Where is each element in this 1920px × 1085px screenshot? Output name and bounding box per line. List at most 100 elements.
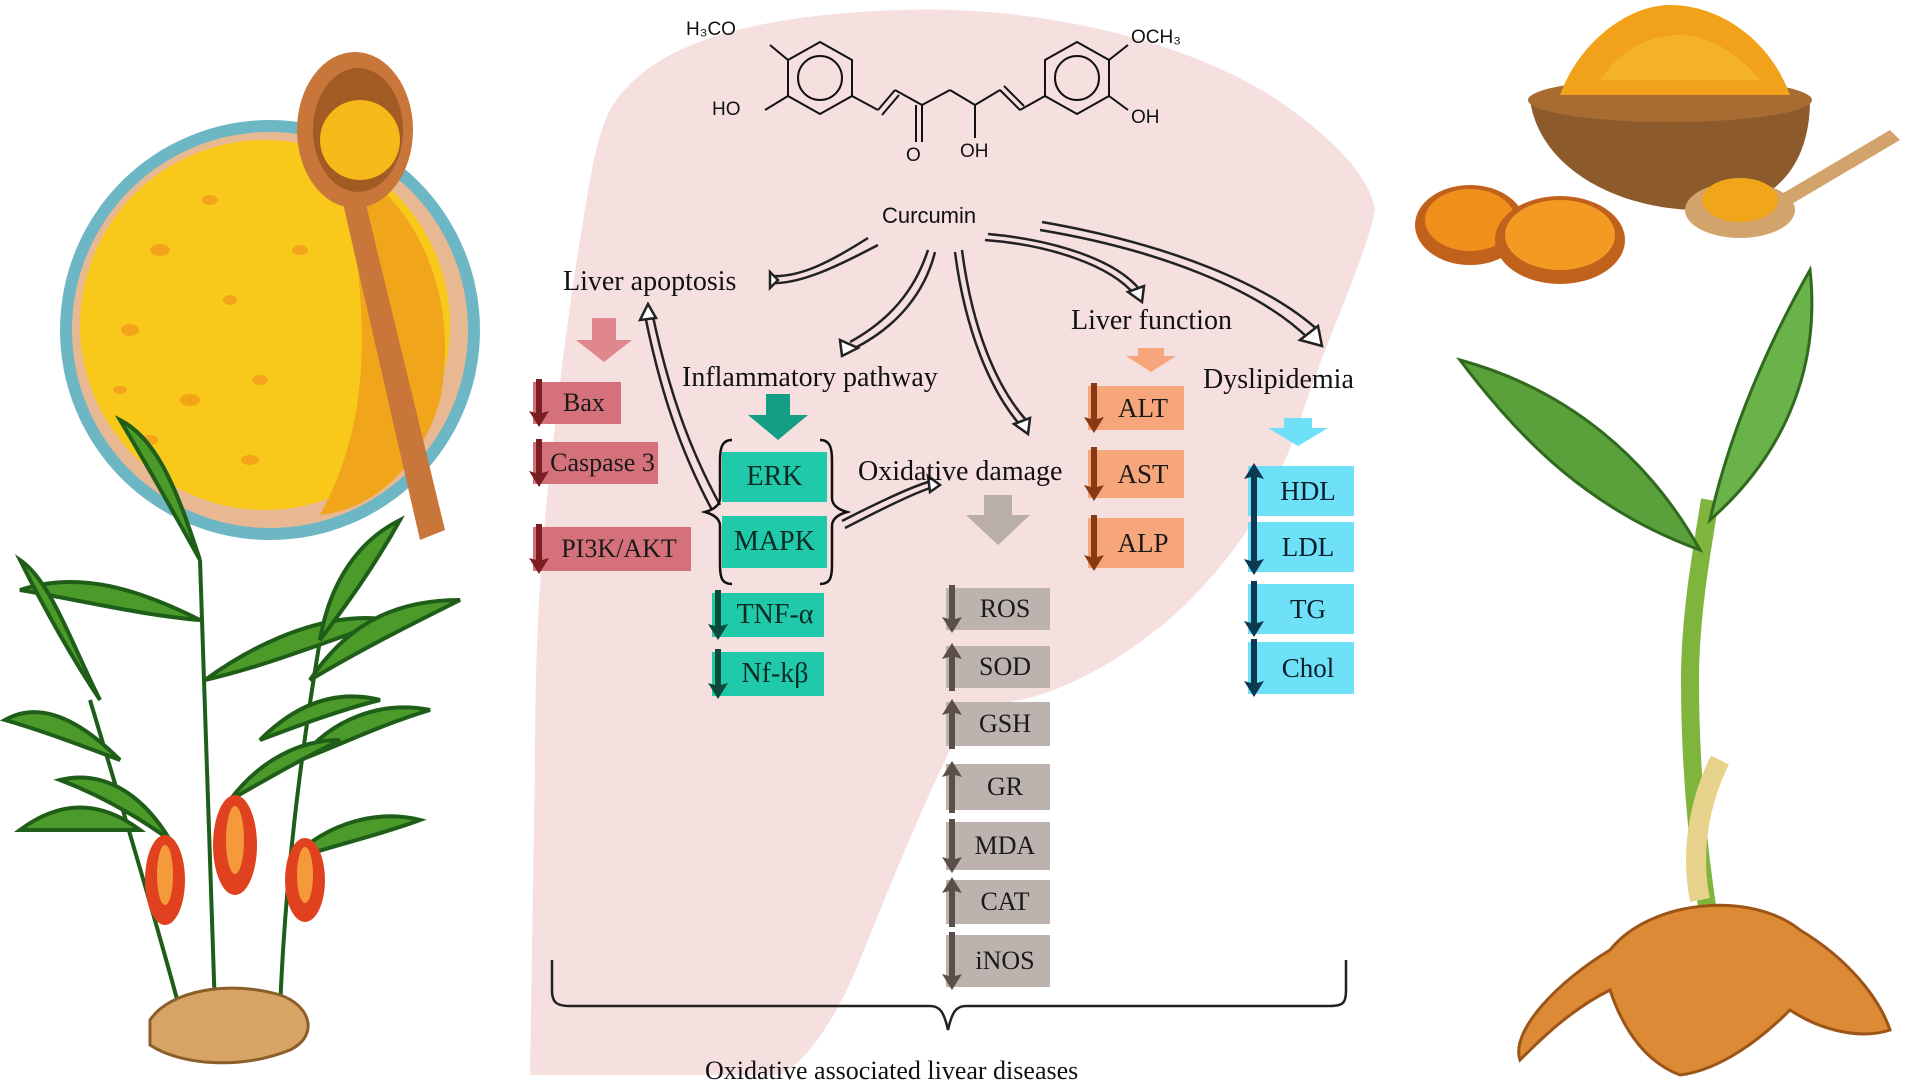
oxidative-marker-label: ROS: [979, 594, 1031, 623]
turmeric-powder-bowl-illustration: [60, 52, 480, 540]
liver-function-marker-label: AST: [1117, 458, 1169, 489]
liver-silhouette: [530, 9, 1375, 1076]
oxidative-marker-cat: CAT: [942, 877, 1050, 927]
apoptosis-marker-caspase-3: Caspase 3: [529, 439, 658, 487]
molecule-keto-o: O: [906, 145, 921, 166]
liver-function-marker-label: ALP: [1117, 527, 1169, 558]
down-arrow-icon: [708, 649, 728, 699]
molecule-methoxy-left: H₃CO: [686, 19, 736, 40]
down-arrow-icon: [1244, 519, 1264, 575]
apoptosis-big-down-arrow: [576, 318, 632, 362]
dyslipidemia-marker-ldl: LDL: [1244, 519, 1354, 575]
inflammatory-marker-mapk: MAPK: [722, 516, 827, 568]
inflammatory-marker-label: TNF-α: [736, 599, 814, 630]
down-arrow-icon: [529, 379, 549, 427]
category-liver-apoptosis: Liver apoptosis: [563, 266, 737, 297]
liver-function-marker-alp: ALP: [1084, 515, 1184, 571]
molecule-enol-oh: OH: [960, 141, 989, 162]
footer-brace: [550, 960, 1348, 1031]
up-arrow-icon: [1244, 463, 1264, 519]
arrow-mapk-to-oxidative: [841, 480, 929, 523]
down-arrow-icon: [942, 932, 962, 990]
arrow-to-dyslipidemia: [1039, 228, 1311, 341]
up-arrow-icon: [942, 761, 962, 813]
category-down-arrows: [576, 318, 1328, 545]
arrow-to-liver-function: [984, 238, 1136, 296]
footer-caption: Oxidative associated livear diseases: [705, 1056, 1079, 1085]
liver-function-marker-ast: AST: [1084, 447, 1184, 501]
down-arrow-icon: [1084, 515, 1104, 571]
oxidative-big-down-arrow: [966, 495, 1030, 545]
inflammatory-marker-tnf-: TNF-α: [708, 590, 824, 640]
category-liver-function: Liver function: [1071, 305, 1232, 336]
inflammatory-bracket: [700, 438, 852, 586]
oxidative-marker-label: GR: [986, 772, 1024, 801]
inflammatory-marker-label: MAPK: [734, 526, 815, 557]
up-arrow-icon: [942, 699, 962, 749]
apoptosis-marker-label: Caspase 3: [550, 448, 655, 477]
down-arrow-icon: [529, 524, 549, 574]
liver-function-marker-alt: ALT: [1084, 383, 1184, 433]
dyslipidemia-marker-label: Chol: [1281, 652, 1335, 683]
oxidative-marker-ros: ROS: [942, 585, 1050, 633]
oxidative-marker-label: MDA: [974, 831, 1036, 860]
down-arrow-icon: [942, 819, 962, 873]
down-arrow-icon: [1084, 383, 1104, 433]
turmeric-powder-bowl-slices-illustration: [1415, 5, 1900, 284]
pathway-arrows: [637, 220, 1324, 530]
up-arrow-icon: [942, 643, 962, 691]
inflammatory-marker-nf-k-: Nf-kβ: [708, 649, 824, 699]
function-big-down-arrow: [1126, 348, 1176, 372]
apoptosis-marker-pi3k-akt: PI3K/AKT: [529, 524, 691, 574]
apoptosis-marker-label: Bax: [563, 388, 605, 417]
arrow-to-dyslipidemia: [1041, 220, 1321, 333]
oxidative-marker-gr: GR: [942, 761, 1050, 813]
lipid-big-down-arrow: [1268, 418, 1328, 446]
arrow-to-inflammatory: [849, 249, 930, 344]
category-inflammatory-pathway: Inflammatory pathway: [682, 362, 938, 393]
turmeric-plant-flowers-illustration: [0, 415, 461, 1065]
arrow-to-apoptosis: [769, 243, 879, 285]
oxidative-marker-inos: iNOS: [942, 932, 1050, 990]
oxidative-marker-gsh: GSH: [942, 699, 1050, 749]
oxidative-marker-label: GSH: [978, 709, 1031, 738]
turmeric-sprout-root-illustration: [1456, 265, 1892, 1077]
inflammatory-marker-erk: ERK: [722, 452, 827, 502]
down-arrow-icon: [708, 590, 728, 640]
liver-function-marker-label: ALT: [1117, 392, 1168, 423]
category-oxidative-damage: Oxidative damage: [858, 456, 1063, 487]
curcumin-label: Curcumin: [882, 203, 977, 228]
molecule-hydroxy-right: OH: [1131, 107, 1160, 128]
category-dyslipidemia: Dyslipidemia: [1203, 364, 1354, 395]
arrow-mapk-to-oxidative: [844, 486, 931, 530]
arrow-to-inflammatory: [854, 251, 937, 350]
oxidative-marker-mda: MDA: [942, 819, 1050, 873]
up-arrow-icon: [942, 877, 962, 927]
inflammatory-big-down-arrow: [748, 394, 808, 440]
dyslipidemia-marker-label: LDL: [1281, 531, 1335, 562]
down-arrow-icon: [1244, 581, 1264, 637]
down-arrow-icon: [1244, 639, 1264, 697]
molecule-hydroxy-left: HO: [712, 99, 741, 120]
arrow-to-liver-function: [987, 232, 1141, 291]
arrow-apoptosis-to-erk: [650, 311, 722, 506]
dyslipidemia-marker-tg: TG: [1244, 581, 1354, 637]
oxidative-marker-label: iNOS: [975, 946, 1035, 975]
curcumin-molecule-structure: [764, 40, 1129, 142]
molecule-methoxy-right: OCH₃: [1131, 27, 1181, 48]
down-arrow-icon: [1084, 447, 1104, 501]
inflammatory-marker-label: ERK: [746, 461, 803, 492]
down-arrow-icon: [529, 439, 549, 487]
down-arrow-icon: [942, 585, 962, 633]
apoptosis-marker-label: PI3K/AKT: [561, 534, 677, 563]
inflammatory-marker-label: Nf-kβ: [741, 658, 809, 689]
apoptosis-marker-bax: Bax: [529, 379, 621, 427]
dyslipidemia-marker-label: TG: [1290, 593, 1326, 624]
arrow-to-oxidative: [953, 251, 1021, 426]
oxidative-marker-label: SOD: [978, 652, 1031, 681]
dyslipidemia-marker-chol: Chol: [1244, 639, 1354, 697]
arrow-to-apoptosis: [769, 236, 869, 278]
arrow-apoptosis-to-erk: [643, 314, 714, 511]
